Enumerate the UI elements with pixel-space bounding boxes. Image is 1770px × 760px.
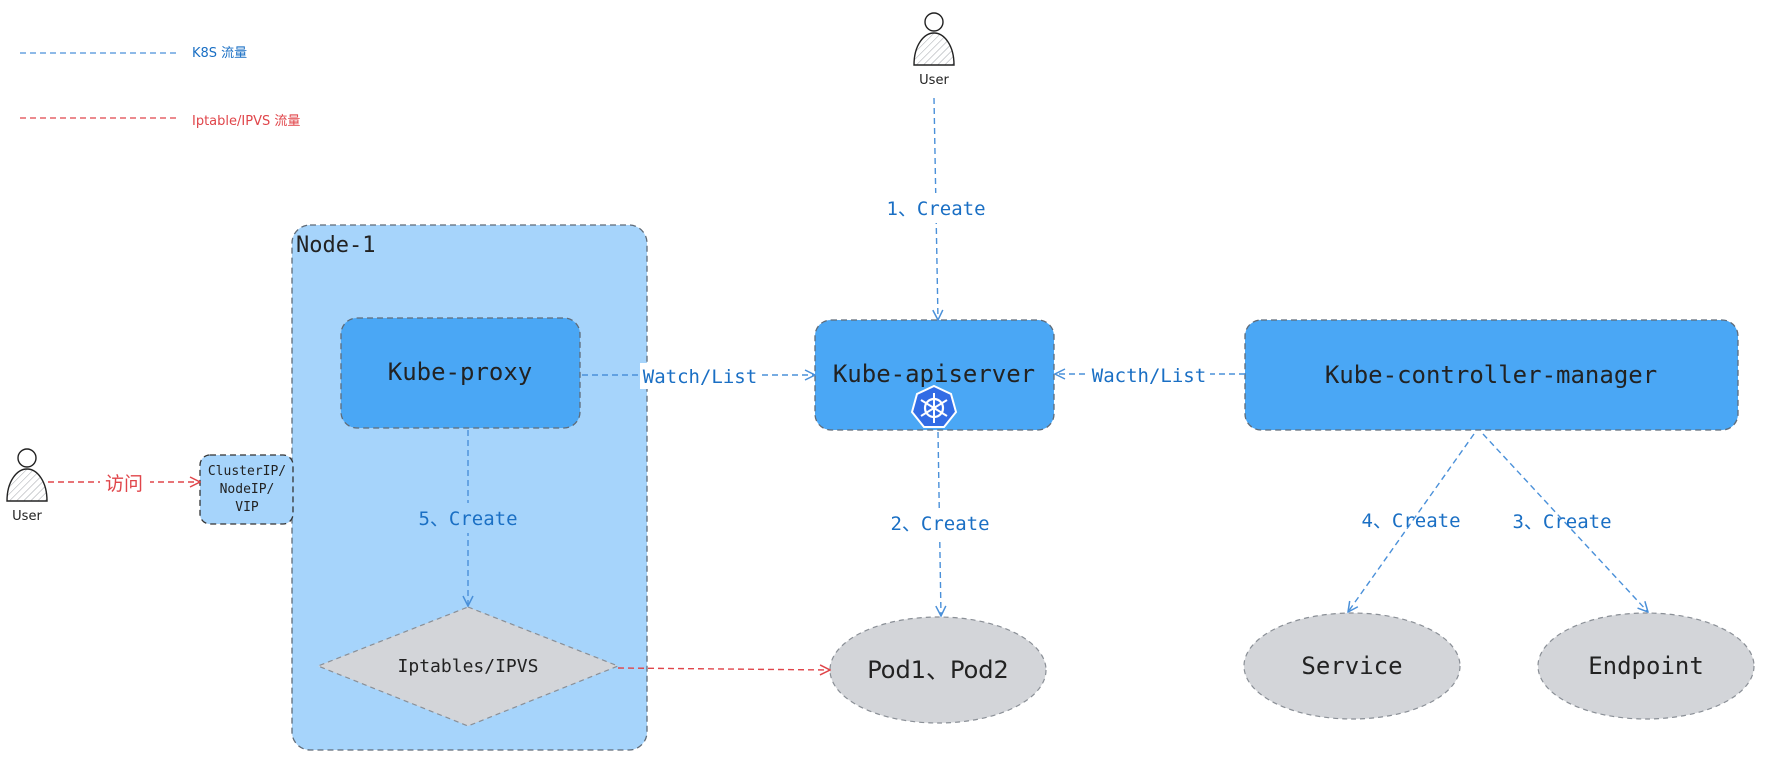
clusterip-line-1: ClusterIP/ bbox=[208, 464, 286, 479]
pods-ellipse[interactable]: Pod1、Pod2 bbox=[829, 616, 1047, 724]
node-1-label: Node-1 bbox=[296, 233, 375, 258]
service-label: Service bbox=[1301, 652, 1402, 680]
step3-label: 3、Create bbox=[1512, 511, 1611, 533]
kube-controller-manager-box[interactable]: Kube-controller-manager bbox=[1244, 319, 1739, 431]
watch-list-label: Watch/List bbox=[643, 366, 757, 388]
legend-iptables-label: Iptable/IPVS 流量 bbox=[192, 114, 300, 129]
step5-label-bg bbox=[412, 503, 524, 533]
watch-list-label-bg bbox=[640, 363, 760, 389]
kubernetes-helm-icon bbox=[910, 384, 958, 428]
wacth-list-label-bg bbox=[1088, 362, 1210, 388]
step1-label: 1、Create bbox=[886, 198, 985, 220]
step2-label-bg bbox=[886, 508, 996, 538]
visit-label-bg bbox=[100, 470, 150, 496]
user-icon bbox=[913, 12, 955, 66]
wacth-list-label: Wacth/List bbox=[1092, 365, 1206, 387]
kube-proxy-box[interactable]: Kube-proxy bbox=[340, 317, 581, 429]
step1-label-bg bbox=[880, 193, 992, 223]
top-user: User bbox=[913, 12, 955, 88]
kube-proxy-label: Kube-proxy bbox=[388, 358, 533, 386]
iptables-ipvs-label: Iptables/IPVS bbox=[398, 656, 539, 677]
edge-step4 bbox=[1348, 433, 1475, 612]
service-ellipse[interactable]: Service bbox=[1243, 612, 1461, 720]
iptables-ipvs-diamond[interactable]: Iptables/IPVS bbox=[316, 606, 620, 727]
clusterip-box[interactable]: ClusterIP/ NodeIP/ VIP bbox=[199, 454, 294, 525]
pods-label: Pod1、Pod2 bbox=[867, 656, 1009, 684]
top-user-label: User bbox=[919, 73, 949, 88]
clusterip-line-2: NodeIP/ bbox=[220, 482, 275, 497]
clusterip-line-3: VIP bbox=[235, 500, 259, 515]
left-user: User bbox=[6, 448, 48, 524]
left-user-label: User bbox=[12, 509, 42, 524]
edge-step3 bbox=[1482, 433, 1648, 612]
kube-apiserver-label: Kube-apiserver bbox=[833, 360, 1035, 388]
step5-label: 5、Create bbox=[418, 508, 517, 530]
step4-label: 4、Create bbox=[1361, 510, 1460, 532]
step2-label: 2、Create bbox=[890, 513, 989, 535]
endpoint-label: Endpoint bbox=[1588, 652, 1704, 680]
endpoint-ellipse[interactable]: Endpoint bbox=[1537, 612, 1755, 720]
user-icon bbox=[6, 448, 48, 502]
kube-controller-manager-label: Kube-controller-manager bbox=[1325, 361, 1657, 389]
legend: K8S 流量 Iptable/IPVS 流量 bbox=[20, 46, 300, 129]
kube-apiserver-box[interactable]: Kube-apiserver bbox=[814, 319, 1055, 431]
visit-label: 访问 bbox=[105, 473, 143, 495]
edge-iptables-to-pods bbox=[617, 668, 830, 670]
legend-k8s-label: K8S 流量 bbox=[192, 46, 247, 61]
